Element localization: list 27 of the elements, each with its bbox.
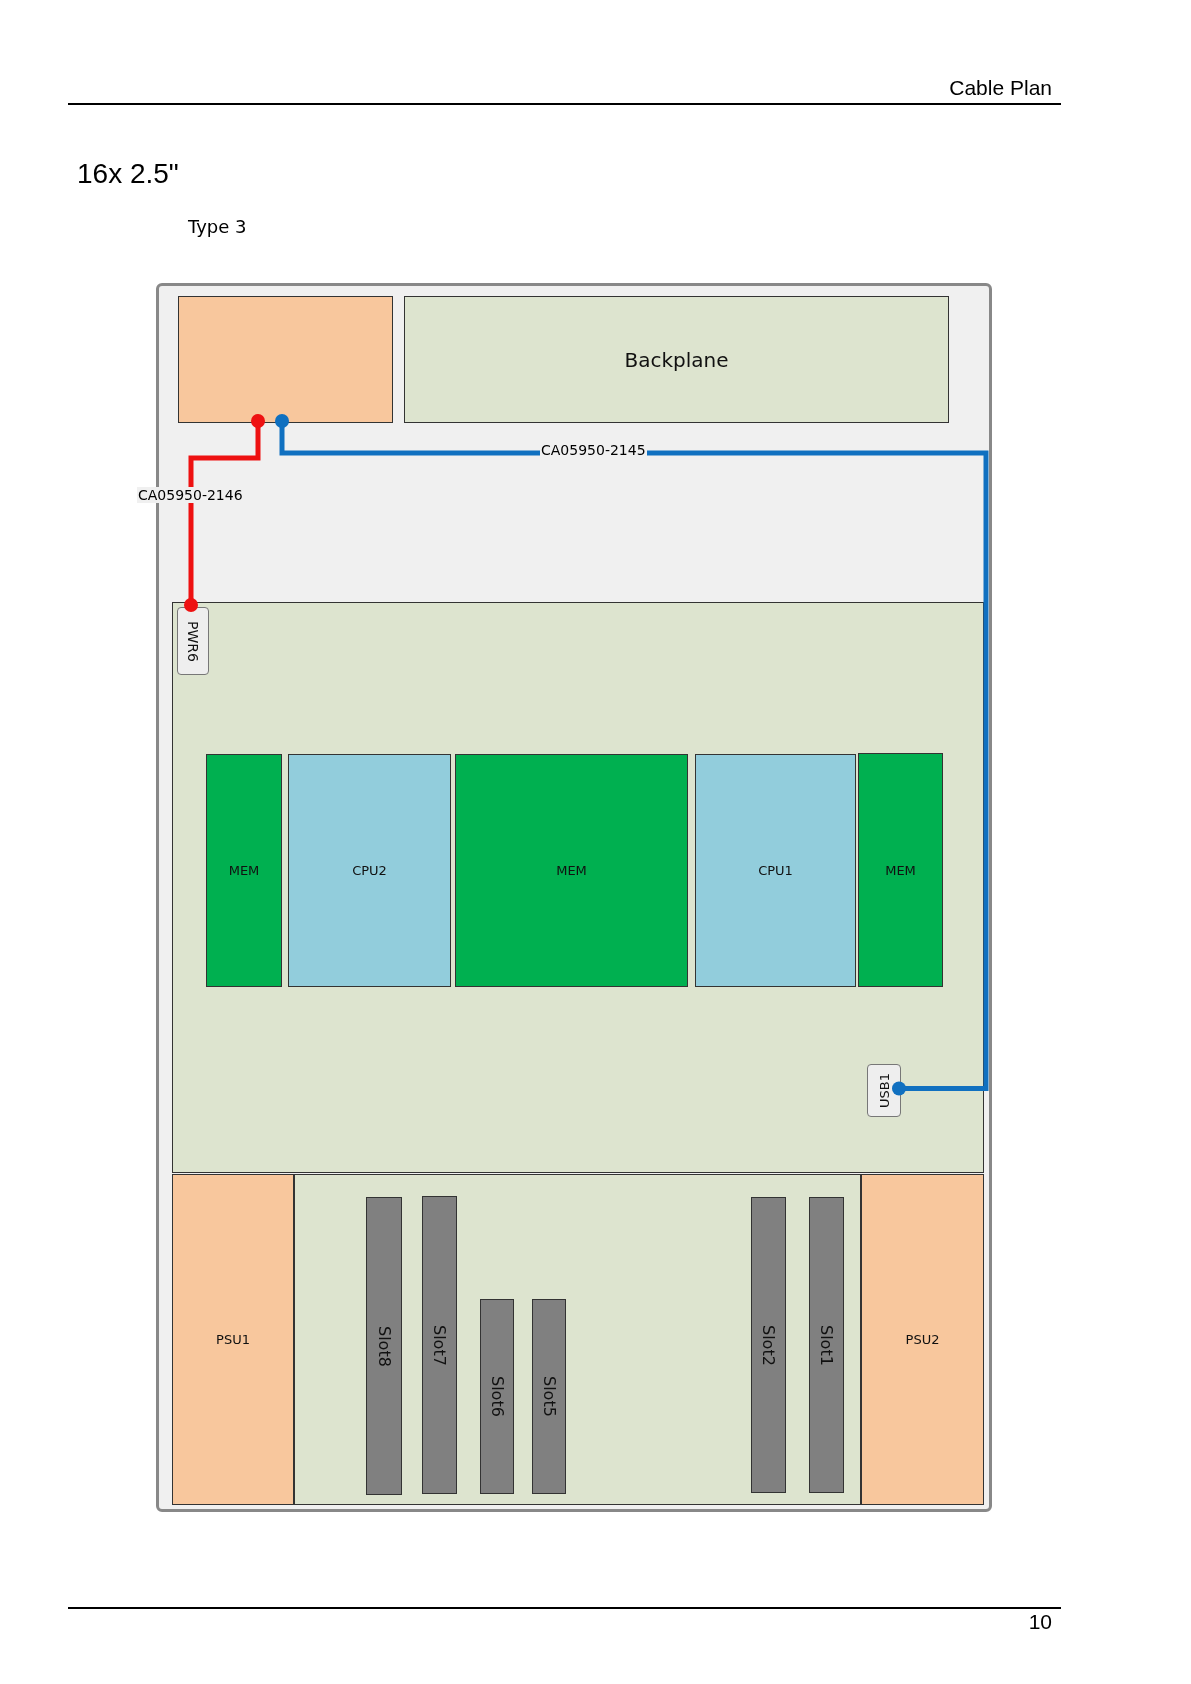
processor-box: CPU2 [288,754,451,987]
expansion-slot: Slot6 [480,1299,514,1494]
memory-module: MEM [858,753,943,987]
edge-label: CA05950-2146 [137,487,244,503]
page-number: 10 [1028,1610,1052,1634]
subtitle: Type 3 [188,216,247,237]
page-title: 16x 2.5" [77,158,179,190]
expansion-slot: Slot1 [809,1197,844,1493]
connector-label: USB1 [867,1064,901,1117]
backplane-box: Backplane [404,296,949,423]
mainboard-panel [172,602,984,1173]
cable-line [275,414,989,1096]
expansion-slot: Slot2 [751,1197,786,1493]
connector-label: PWR6 [177,607,209,675]
drive-box [178,296,393,423]
memory-module: MEM [455,754,688,987]
power-supply-box: PSU1 [172,1174,294,1505]
slot-area-panel [294,1174,861,1505]
memory-module: MEM [206,754,282,987]
expansion-slot: Slot7 [422,1196,457,1494]
expansion-slot: Slot5 [532,1299,566,1494]
header-title: Cable Plan [949,76,1052,100]
power-supply-box: PSU2 [861,1174,984,1505]
expansion-slot: Slot8 [366,1197,402,1495]
cable-line [184,414,265,612]
edge-label: CA05950-2145 [540,442,647,458]
processor-box: CPU1 [695,754,856,987]
